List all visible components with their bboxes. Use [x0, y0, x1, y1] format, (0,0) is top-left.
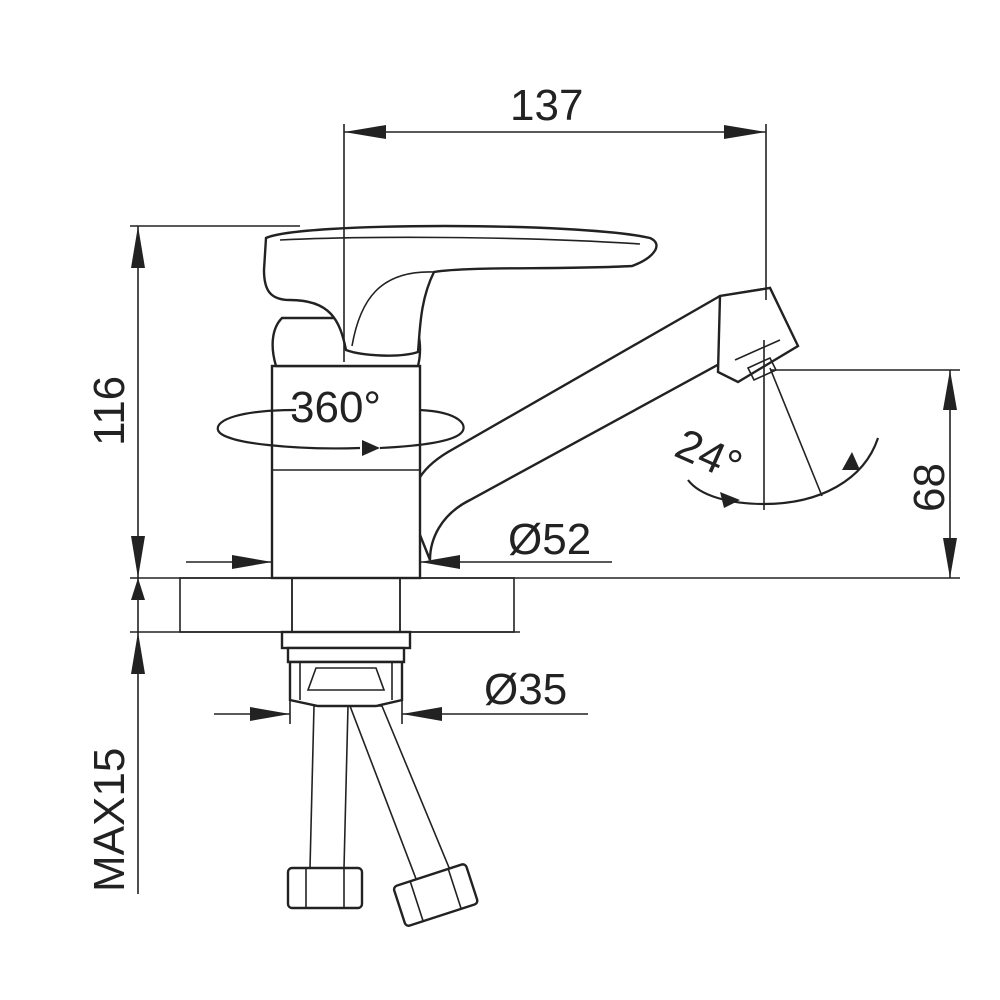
- rotation-indicator: [216, 408, 465, 456]
- mounting-shank: [280, 630, 412, 708]
- shank-diameter-dimension: [214, 700, 588, 724]
- max-thickness-label: MAX15: [85, 748, 134, 892]
- reach-dimension: [343, 124, 767, 362]
- base-diameter-label: Ø52: [508, 515, 591, 564]
- faucet-body: [262, 224, 800, 580]
- spout-angle-label: 24°: [668, 419, 749, 491]
- shank-diameter-label: Ø35: [484, 665, 567, 714]
- height-label: 116: [85, 376, 134, 446]
- spout-angle-indicator: [687, 340, 880, 510]
- countertop-section: [130, 577, 960, 633]
- spout-height-dimension: [770, 369, 960, 578]
- rotation-label: 360°: [290, 383, 381, 432]
- spout-height-label: 68: [905, 463, 954, 512]
- max-thickness-dimension: [131, 578, 145, 894]
- reach-label: 137: [510, 81, 583, 130]
- braided-hoses: [286, 705, 479, 927]
- base-diameter-dimension: [186, 548, 612, 578]
- height-dimension: [130, 225, 300, 578]
